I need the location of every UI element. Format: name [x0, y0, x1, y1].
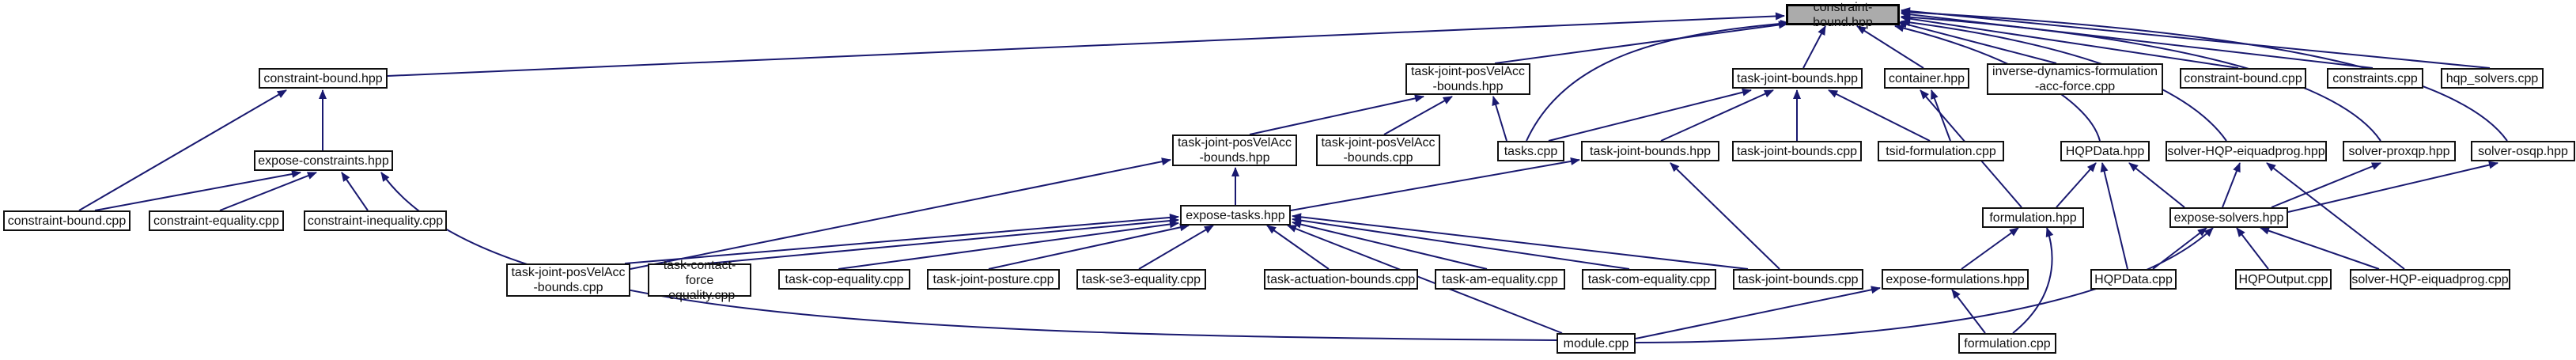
include-edge-54: [2236, 227, 2269, 270]
include-edge-32: [2056, 162, 2097, 208]
graph-node-hqpsolvers[interactable]: hqp_solvers.cpp: [2441, 68, 2544, 89]
include-edge-22: [1383, 96, 1453, 135]
include-edge-51: [1635, 286, 1881, 339]
graph-node-exposeform[interactable]: expose-formulations.hpp: [1882, 269, 2029, 290]
include-edge-11: [1901, 13, 2381, 142]
graph-node-cbcpp_b[interactable]: constraint-bound.cpp: [2180, 68, 2306, 89]
include-edge-30: [1290, 157, 1580, 211]
graph-node-tsidform[interactable]: tsid-formulation.cpp: [1878, 141, 2004, 161]
include-edge-39: [624, 213, 1179, 264]
graph-node-tcf[interactable]: task-contact-force -equality.cpp: [648, 259, 751, 302]
graph-node-tam[interactable]: task-am-equality.cpp: [1435, 269, 1565, 290]
graph-node-formulationcpp[interactable]: formulation.cpp: [1958, 333, 2056, 354]
include-edge-3: [1856, 25, 1924, 69]
include-edge-40: [707, 217, 1179, 264]
graph-node-tjb_b[interactable]: task-joint-bounds.hpp: [1732, 68, 1863, 89]
include-edge-47: [1292, 213, 1749, 270]
graph-node-tcom[interactable]: task-com-equality.cpp: [1582, 269, 1716, 290]
include-edge-33: [2100, 162, 2128, 270]
graph-node-tjpvacpp_e[interactable]: task-joint-posVelAcc -bounds.cpp: [506, 263, 630, 297]
graph-node-taskscpp[interactable]: tasks.cpp: [1497, 141, 1564, 161]
include-edge-7: [1901, 7, 2491, 69]
include-edge-17: [341, 172, 369, 211]
include-edge-50: [2012, 227, 2054, 334]
include-edge-14: [78, 89, 287, 211]
include-edge-29: [1931, 89, 1951, 142]
include-edge-44: [1266, 225, 1330, 270]
include-edge-48: [1287, 225, 1563, 334]
graph-node-tjp[interactable]: task-joint-posture.cpp: [927, 269, 1060, 290]
graph-node-tact[interactable]: task-actuation-bounds.cpp: [1264, 269, 1418, 290]
include-edge-55: [2260, 226, 2380, 270]
graph-node-cbhpp2[interactable]: constraint-bound.hpp: [259, 68, 388, 89]
include-edge-1: [1494, 21, 1788, 64]
include-edge-4: [1897, 20, 2057, 64]
graph-node-constraintscpp[interactable]: constraints.cpp: [2327, 68, 2423, 89]
graph-node-exposetasks[interactable]: expose-tasks.hpp: [1180, 205, 1291, 225]
include-edge-45: [1292, 220, 1488, 270]
include-edge-37: [2271, 162, 2381, 208]
include-edge-42: [988, 223, 1190, 270]
include-edge-8: [1526, 19, 1790, 142]
include-edge-46: [1292, 216, 1630, 270]
include-edge-25: [1660, 89, 1774, 142]
graph-node-container[interactable]: container.hpp: [1884, 68, 1969, 89]
graph-node-solverhqpcpp[interactable]: solver-HQP-eiquadprog.cpp: [2350, 269, 2510, 290]
include-edge-18: [380, 172, 1557, 341]
graph-node-tjpva_b[interactable]: task-joint-posVelAcc -bounds.hpp: [1405, 63, 1530, 95]
include-edge-52: [1951, 289, 1986, 334]
graph-node-tcop[interactable]: task-cop-equality.cpp: [778, 269, 910, 290]
graph-node-hqpdatahpp[interactable]: HQPData.hpp: [2060, 141, 2150, 161]
graph-node-tjpva_c[interactable]: task-joint-posVelAcc -bounds.hpp: [1172, 135, 1297, 166]
graph-node-formulationhpp[interactable]: formulation.hpp: [1982, 207, 2084, 228]
edge-group: [78, 7, 2508, 343]
include-edge-21: [1249, 94, 1424, 135]
graph-node-tjbcpp_c[interactable]: task-joint-bounds.cpp: [1732, 141, 1862, 161]
include-edge-49: [1961, 227, 2019, 270]
graph-node-module[interactable]: module.cpp: [1557, 333, 1636, 354]
graph-node-cbcpp_d[interactable]: constraint-bound.cpp: [3, 210, 131, 231]
include-edge-41: [838, 220, 1179, 270]
graph-node-hqpdatacpp[interactable]: HQPData.cpp: [2090, 269, 2177, 290]
graph-node-tjbcpp_e[interactable]: task-joint-bounds.cpp: [1733, 269, 1863, 290]
include-edge-16: [219, 172, 317, 211]
graph-node-solverproxqp[interactable]: solver-proxqp.hpp: [2343, 141, 2456, 161]
include-edge-15: [94, 170, 301, 211]
include-edge-2: [1802, 25, 1826, 69]
graph-node-solverosqp[interactable]: solver-osqp.hpp: [2471, 141, 2575, 161]
include-edge-27: [1828, 89, 1931, 142]
include-edge-43: [1138, 225, 1214, 270]
graph-node-hqpoutput[interactable]: HQPOutput.cpp: [2235, 269, 2332, 290]
include-edge-56: [1635, 227, 2214, 343]
include-edge-31: [1670, 162, 1780, 270]
include-edge-20: [630, 157, 1171, 270]
graph-node-root: constraint-bound.hpp: [1786, 1, 1900, 29]
include-edge-12: [1901, 8, 2508, 142]
graph-node-tse3[interactable]: task-se3-equality.cpp: [1076, 269, 1206, 290]
graph-node-idf[interactable]: inverse-dynamics-formulation -acc-force.…: [1987, 63, 2163, 95]
include-edge-0: [387, 12, 1785, 77]
graph-node-exposeconstraints[interactable]: expose-constraints.hpp: [254, 150, 393, 171]
include-edge-24: [1548, 88, 1752, 142]
graph-node-solverhqphpp[interactable]: solver-HQP-eiquadprog.hpp: [2166, 141, 2327, 161]
include-edge-23: [1492, 96, 1507, 142]
include-edge-36: [2266, 162, 2405, 270]
include-edge-35: [2222, 162, 2241, 208]
include-edge-34: [2128, 162, 2185, 208]
include-edge-38: [2287, 161, 2498, 213]
graph-node-exposesolvers[interactable]: expose-solvers.hpp: [2169, 207, 2288, 228]
graph-node-tjb_c[interactable]: task-joint-bounds.hpp: [1581, 141, 1719, 161]
graph-node-cineqcpp[interactable]: constraint-inequality.cpp: [304, 210, 447, 231]
include-edge-5: [1901, 14, 2239, 69]
graph-node-tjpvacpp_c[interactable]: task-joint-posVelAcc -bounds.cpp: [1316, 135, 1440, 166]
graph-node-ceqcpp[interactable]: constraint-equality.cpp: [149, 210, 284, 231]
